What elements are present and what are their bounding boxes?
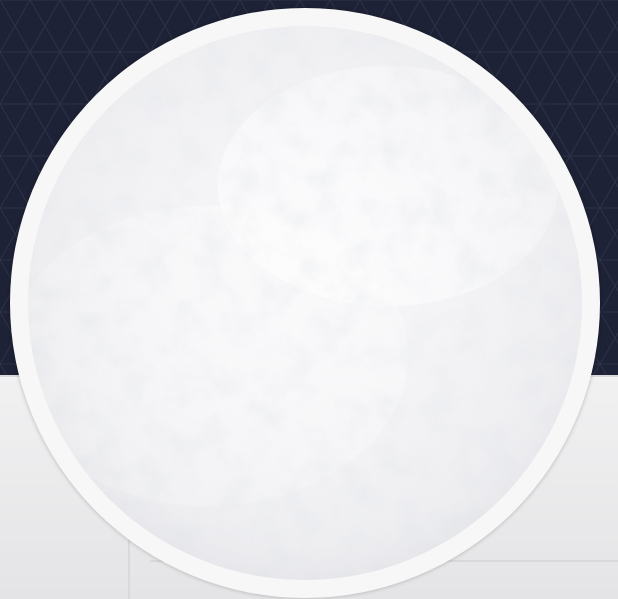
powder-pile-image bbox=[28, 26, 582, 580]
powder-texture bbox=[28, 26, 582, 580]
